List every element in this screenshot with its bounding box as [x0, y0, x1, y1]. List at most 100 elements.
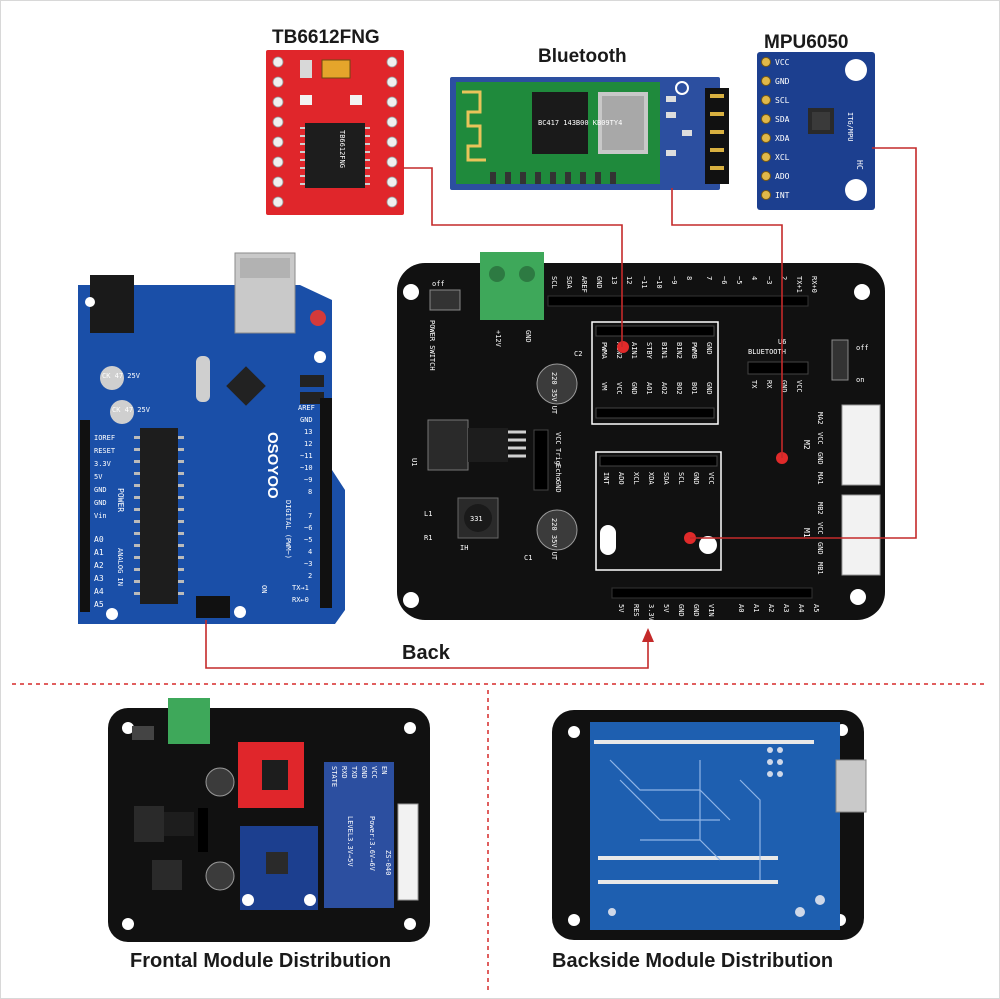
shield-bot-pin-res: RES	[632, 604, 640, 617]
m2-gnd: GND	[816, 452, 824, 465]
tb-hdr-stby: STBY	[645, 342, 653, 360]
tb-hdr2-bo2: BO2	[675, 382, 683, 395]
uno-pin-5: ~5	[304, 536, 312, 544]
connector-lines	[205, 147, 917, 669]
uno-pin-5v: 5V	[94, 473, 103, 481]
uno-pin-a4: A4	[94, 587, 104, 596]
mpu-pin-scl: SCL	[775, 96, 790, 105]
bluetooth-module: BC417 143B00 KB09TY4	[450, 77, 729, 190]
shield-top-pin-gnd: GND	[595, 276, 603, 289]
uno-cap-1: CK 47 25V	[102, 372, 141, 380]
uno-pin-9: ~9	[304, 476, 312, 484]
shield-top-pin-aref: AREF	[580, 276, 588, 293]
shield-top-pin-2: 2	[780, 276, 788, 280]
m2-vcc: VCC	[816, 432, 824, 445]
shield-12v: +12V	[494, 330, 502, 348]
shield-top-pin-scl: SCL	[550, 276, 558, 289]
shield-top-pin-rx: RX+0	[810, 276, 818, 293]
uno-digital-label: DIGITAL (PWM~)	[284, 500, 292, 559]
uno-pin-a3: A3	[94, 574, 104, 583]
arduino-uno-board: CK 47 25V CK 47 25V IOREF RESET 3.3V 5V …	[78, 252, 345, 624]
tb-hdr2-vcc: VCC	[615, 382, 623, 395]
m2-label: M2	[802, 440, 811, 450]
shield-bot-pin-5v: 5V	[617, 604, 625, 613]
uno-pin-vin: Vin	[94, 512, 107, 520]
tb-hdr-bin2: BIN2	[675, 342, 683, 359]
frontal-shield-photo: STATE RXD TXD GND VCC EN LEVEL3.3V→5V Po…	[108, 698, 430, 942]
mpu-pin-sda: SDA	[775, 115, 790, 124]
mpu-hdr-ado: ADO	[617, 472, 625, 485]
tb6612-target-dot	[617, 341, 629, 353]
shield-board: +12V GND off POWER SWITCH SCL SDA AREF G…	[397, 252, 885, 622]
mpu-pin-vcc: VCC	[775, 58, 790, 67]
mpu-pin-gnd: GND	[775, 77, 790, 86]
tb-hdr2-ao1: AO1	[645, 382, 653, 395]
frontal-caption: Frontal Module Distribution	[130, 950, 392, 972]
cap-c2: C2	[574, 350, 582, 358]
tb-hdr-bin1: BIN1	[660, 342, 668, 359]
shield-top-pin-6: ~6	[720, 276, 728, 284]
ih-label: IH	[460, 544, 468, 552]
shield-bot-pin-gnd2: GND	[692, 604, 700, 617]
backside-shield-photo	[552, 710, 867, 940]
mpu6050-module: VCC GND SCL SDA XDA XCL ADO INT ITG/MPU …	[757, 52, 875, 210]
sonar-trig: Trig	[554, 448, 562, 465]
shield-bot-pin-a0: A0	[737, 604, 745, 612]
uno-cap-2: CK 47 25V	[112, 406, 151, 414]
frontal-power-label: Power:3.6V→6V	[368, 816, 376, 872]
mpu-hdr-gnd: GND	[692, 472, 700, 485]
uno-analog-label: ANALOG IN	[116, 548, 124, 586]
shield-top-pin-9: ~9	[670, 276, 678, 284]
frontal-bt-rxd: RXD	[340, 766, 348, 779]
bt-chip-text: BC417 143B00 KB09TY4	[538, 119, 622, 127]
uno-pin-rx: RX←0	[292, 596, 309, 604]
shield-top-pin-13: 13	[610, 276, 618, 284]
shield-bot-pin-a4: A4	[797, 604, 805, 612]
shield-top-pin-7: 7	[705, 276, 713, 280]
frontal-level-label: LEVEL3.3V→5V	[346, 816, 354, 867]
bt-switch-off: off	[856, 344, 869, 352]
uno-pin-13: 13	[304, 428, 312, 436]
l1-label: L1	[424, 510, 432, 518]
uno-pin-2: 2	[308, 572, 312, 580]
uno-pin-3v3: 3.3V	[94, 460, 112, 468]
uno-pin-11: ~11	[300, 452, 313, 460]
m1-vcc: VCC	[816, 522, 824, 535]
m1-mb1: MB1	[816, 562, 824, 575]
uno-pin-aref: AREF	[298, 404, 315, 412]
uno-on-label: ON	[260, 585, 268, 593]
mpu-hdr-xda: XDA	[647, 472, 655, 485]
uno-pin-reset: RESET	[94, 447, 116, 455]
mpu-board-text: ITG/MPU	[846, 112, 854, 142]
shield-top-pin-sda: SDA	[565, 276, 573, 289]
tb-hdr-gnd: GND	[705, 342, 713, 355]
backside-caption: Backside Module Distribution	[552, 950, 834, 972]
uno-pin-6: ~6	[304, 524, 312, 532]
r1-label: R1	[424, 534, 432, 542]
tb-hdr2-vm: VM	[600, 382, 608, 390]
tb6612-module: TB6612FNG	[266, 50, 404, 215]
uno-pin-tx: TX→1	[292, 584, 309, 592]
sonar-echo: Echo	[554, 464, 562, 481]
uno-brand: OSOYOO	[264, 432, 281, 499]
uno-pin-7: 7	[308, 512, 312, 520]
shield-bot-pin-a2: A2	[767, 604, 775, 612]
uno-pin-10: ~10	[300, 464, 313, 472]
mpu6050-title: MPU6050	[764, 32, 849, 53]
m1-mb2: MB2	[816, 502, 824, 515]
m1-label: M1	[802, 528, 811, 538]
back-arrow-head	[642, 628, 654, 642]
uno-pin-a0: A0	[94, 535, 104, 544]
sonar-gnd: GND	[554, 480, 562, 493]
tb6612-connector	[403, 167, 623, 347]
bluetooth-title: Bluetooth	[538, 46, 627, 67]
frontal-bt-gnd: GND	[360, 766, 368, 779]
bluetooth-connector	[671, 188, 783, 458]
mpu-hdr-int: INT	[602, 472, 610, 485]
tb-hdr-ain1: AIN1	[630, 342, 638, 359]
tb-hdr-pwmb: PWMB	[690, 342, 698, 359]
tb6612-chip-text: TB6612FNG	[338, 130, 346, 168]
bt-hdr-gnd: GND	[780, 380, 788, 393]
uno-pin-gnd2: GND	[94, 499, 107, 507]
shield-top-pin-8: 8	[685, 276, 693, 280]
